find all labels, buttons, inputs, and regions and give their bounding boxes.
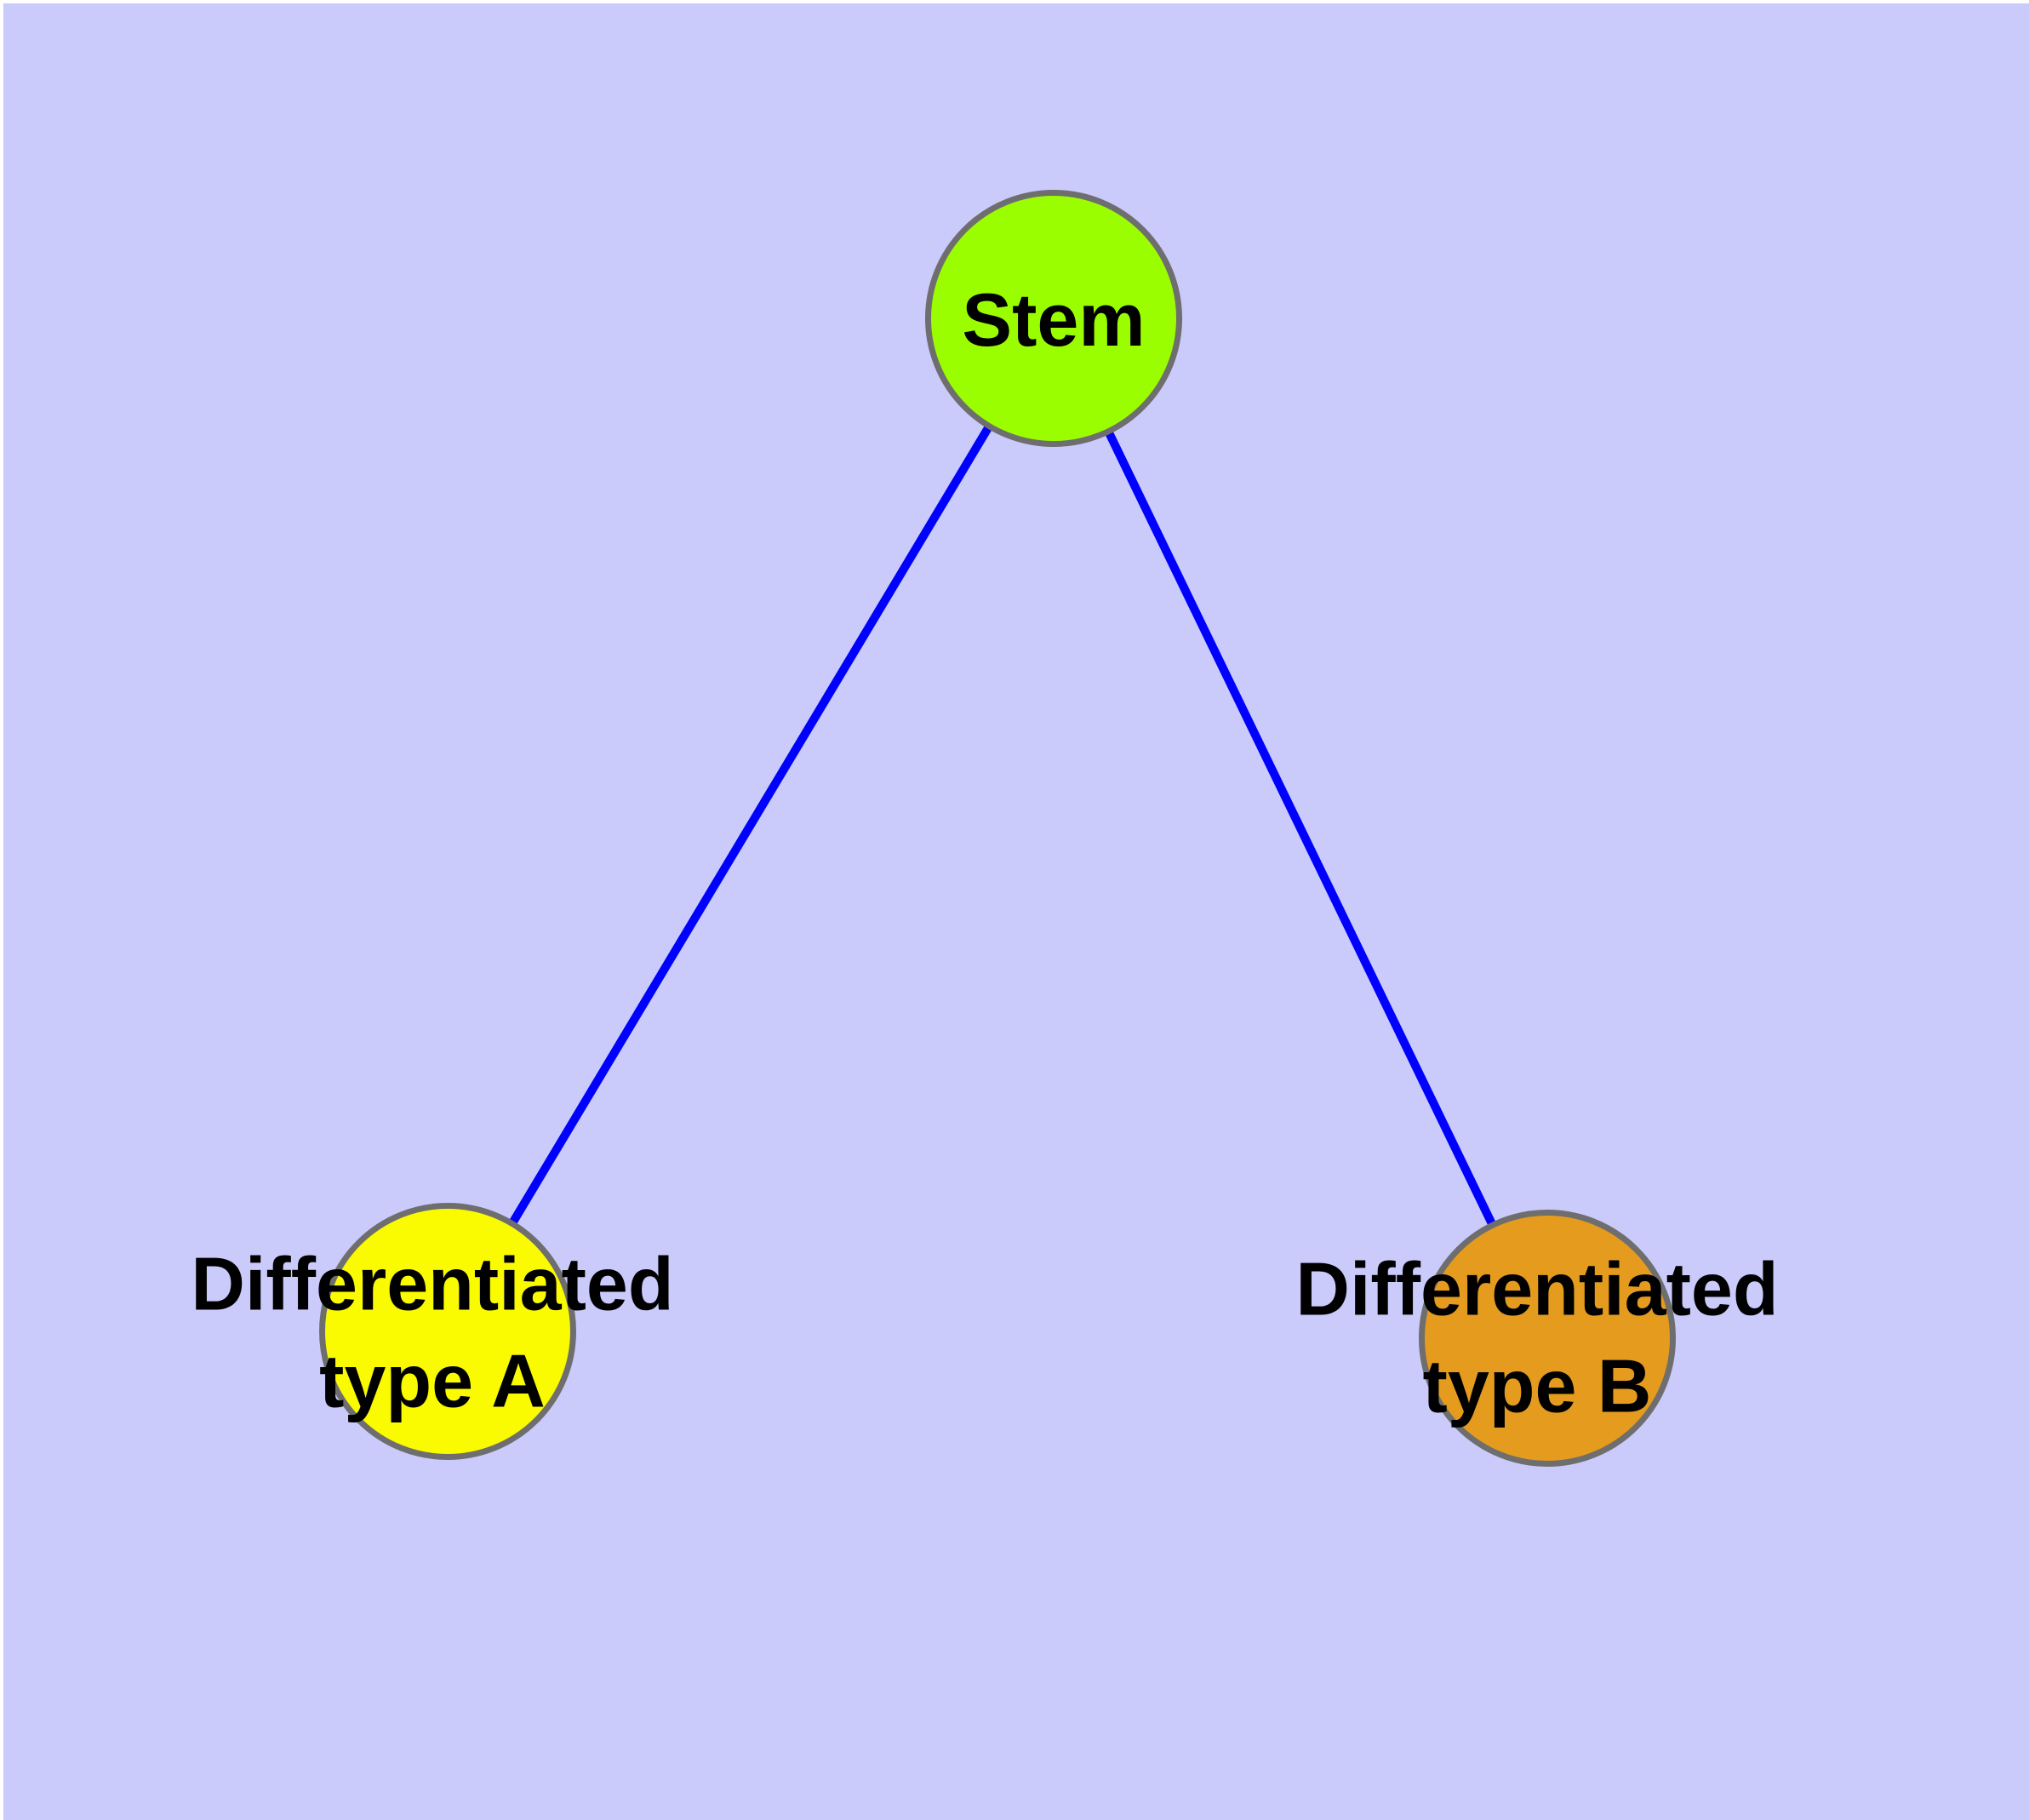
node-stem-label: Stem [962, 277, 1146, 362]
node-differentiated-type-b-label: Differentiated type B [1295, 1246, 1779, 1428]
edge-stem-to-type-a [443, 316, 1058, 1334]
node-differentiated-type-a-label: Differentiated type A [191, 1241, 674, 1423]
node-differentiated-type-b-circle [1419, 1210, 1676, 1467]
edges-layer [443, 316, 1552, 1341]
edge-stem-to-type-b [1049, 316, 1552, 1341]
node-differentiated-type-a-circle [319, 1203, 576, 1460]
node-stem-circle [925, 190, 1182, 447]
diagram-canvas: Stem Differentiated type A Differentiate… [3, 3, 2029, 1820]
